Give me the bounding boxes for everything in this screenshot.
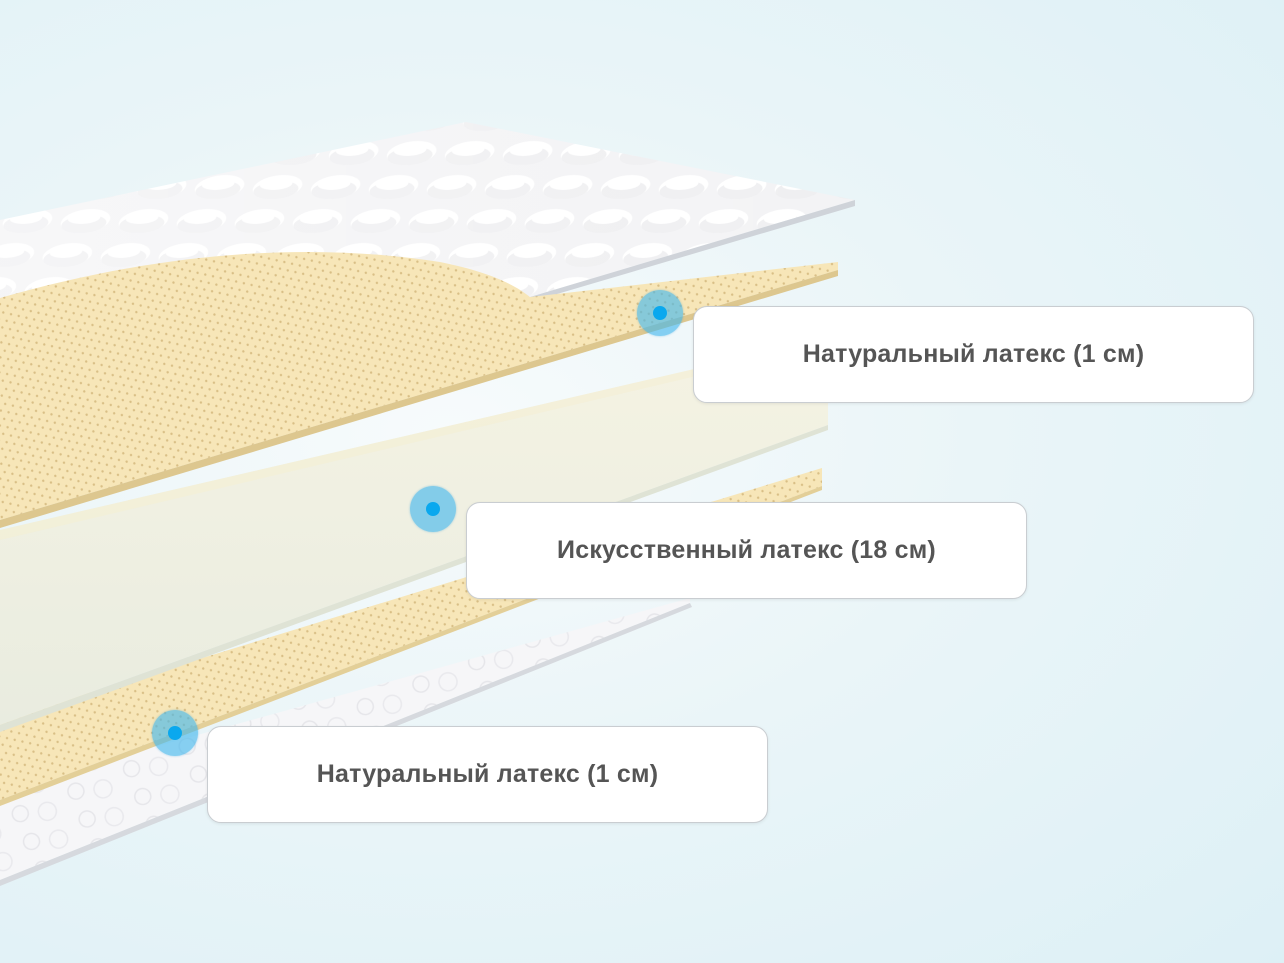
layer-marker-bottom[interactable] (152, 710, 198, 756)
layer-marker-middle[interactable] (410, 486, 456, 532)
layer-label-middle: Искусственный латекс (18 см) (466, 502, 1027, 599)
layer-marker-top[interactable] (637, 290, 683, 336)
layer-label-bottom-text: Натуральный латекс (1 см) (317, 760, 658, 789)
layer-label-bottom: Натуральный латекс (1 см) (207, 726, 768, 823)
layer-label-top-text: Натуральный латекс (1 см) (803, 340, 1144, 369)
layer-label-middle-text: Искусственный латекс (18 см) (557, 536, 936, 565)
layer-label-top: Натуральный латекс (1 см) (693, 306, 1254, 403)
